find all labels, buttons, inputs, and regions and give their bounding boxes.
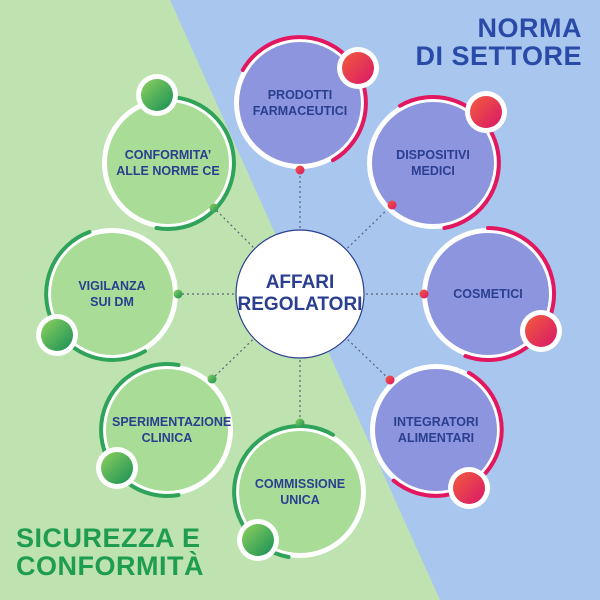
- title-sicurezza-e-conformita: SICUREZZA E CONFORMITÀ: [16, 524, 204, 580]
- node-label-prodotti: PRODOTTI FARMACEUTICI: [245, 87, 355, 119]
- badge-integratori: [453, 472, 485, 504]
- node-label-vigilanza: VIGILANZA SUI DM: [57, 278, 167, 310]
- connector-conformita: [213, 207, 254, 248]
- node-conformita: [102, 74, 236, 231]
- connector-dot-cosmetici: [419, 289, 429, 299]
- node-label-prodotti-line2: FARMACEUTICI: [252, 104, 348, 118]
- badge-conformita: [141, 79, 173, 111]
- node-arc-sperimentazione: [99, 362, 181, 498]
- node-label-vigilanza-line2: SUI DM: [90, 295, 134, 309]
- node-circle-integratori: [375, 369, 497, 491]
- node-circle-cosmetici: [427, 233, 549, 355]
- badge-sperimentazione: [101, 452, 133, 484]
- node-label-cosmetici: COSMETICI: [433, 286, 543, 302]
- node-label-integratori-line2: ALIMENTARI: [397, 431, 475, 445]
- center-label-line2: REGOLATORI: [237, 294, 363, 315]
- badge-cosmetici: [525, 315, 557, 347]
- node-label-commissione-line1: COMMISSIONE: [254, 477, 346, 491]
- node-arc-cosmetici: [463, 226, 557, 362]
- badge-vigilanza: [41, 319, 73, 351]
- node-integratori: [370, 364, 504, 509]
- node-label-commissione: COMMISSIONE UNICA: [245, 476, 355, 508]
- node-arc-conformita: [154, 95, 236, 231]
- badge-prodotti: [342, 52, 374, 84]
- connector-dot-sperimentazione: [207, 374, 217, 384]
- title-sicurezza-line2: CONFORMITÀ: [16, 551, 204, 581]
- node-label-cosmetici-line1: COSMETICI: [453, 287, 523, 301]
- connector-dot-integratori: [385, 375, 395, 385]
- node-label-integratori-line1: INTEGRATORI: [393, 415, 479, 429]
- badge-commissione: [242, 524, 274, 556]
- node-label-conformita-line1: CONFORMITA’: [124, 148, 212, 162]
- node-circle-dispositivi: [372, 102, 494, 224]
- connector-dot-conformita: [209, 203, 219, 213]
- connector-dot-commissione: [295, 418, 305, 428]
- node-label-sperimentazione-line1: SPERIMENTAZIONE: [112, 415, 232, 429]
- node-label-conformita: CONFORMITA’ ALLE NORME CE: [113, 147, 223, 179]
- node-circle-prodotti: [239, 42, 361, 164]
- node-label-dispositivi: DISPOSITIVI MEDICI: [378, 147, 488, 179]
- title-norma-line1: NORMA: [477, 13, 582, 43]
- title-norma-di-settore: NORMA DI SETTORE: [415, 14, 582, 70]
- node-label-sperimentazione: SPERIMENTAZIONE CLINICA: [112, 414, 232, 446]
- node-label-dispositivi-line1: DISPOSITIVI: [396, 148, 470, 162]
- title-sicurezza-line1: SICUREZZA E: [16, 523, 201, 553]
- center-circle: [235, 229, 365, 359]
- node-label-conformita-line2: ALLE NORME CE: [116, 164, 220, 178]
- connector-dot-vigilanza: [173, 289, 183, 299]
- node-label-vigilanza-line1: VIGILANZA: [78, 279, 146, 293]
- center-label-line1: AFFARI: [265, 272, 335, 293]
- node-arc-integratori: [391, 370, 504, 498]
- node-circle-vigilanza: [51, 233, 173, 355]
- node-label-prodotti-line1: PRODOTTI: [267, 88, 333, 102]
- node-prodotti: [234, 35, 379, 175]
- node-arc-dispositivi: [398, 95, 501, 230]
- node-vigilanza: [36, 228, 183, 362]
- badge-dispositivi: [470, 96, 502, 128]
- connector-sperimentazione: [211, 339, 253, 380]
- connector-dispositivi: [347, 204, 393, 249]
- node-dispositivi: [367, 91, 507, 230]
- title-norma-line2: DI SETTORE: [415, 41, 582, 71]
- node-cosmetici: [419, 226, 562, 362]
- node-label-dispositivi-line2: MEDICI: [411, 164, 455, 178]
- node-label-commissione-line2: UNICA: [280, 493, 320, 507]
- node-commissione: [232, 418, 366, 561]
- node-label-integratori: INTEGRATORI ALIMENTARI: [381, 414, 491, 446]
- node-label-sperimentazione-line2: CLINICA: [141, 431, 193, 445]
- connector-dot-prodotti: [295, 165, 305, 175]
- node-circle-conformita: [107, 102, 229, 224]
- connector-dot-dispositivi: [387, 200, 397, 210]
- node-sperimentazione: [96, 362, 233, 498]
- center-label: AFFARI REGOLATORI: [235, 272, 365, 316]
